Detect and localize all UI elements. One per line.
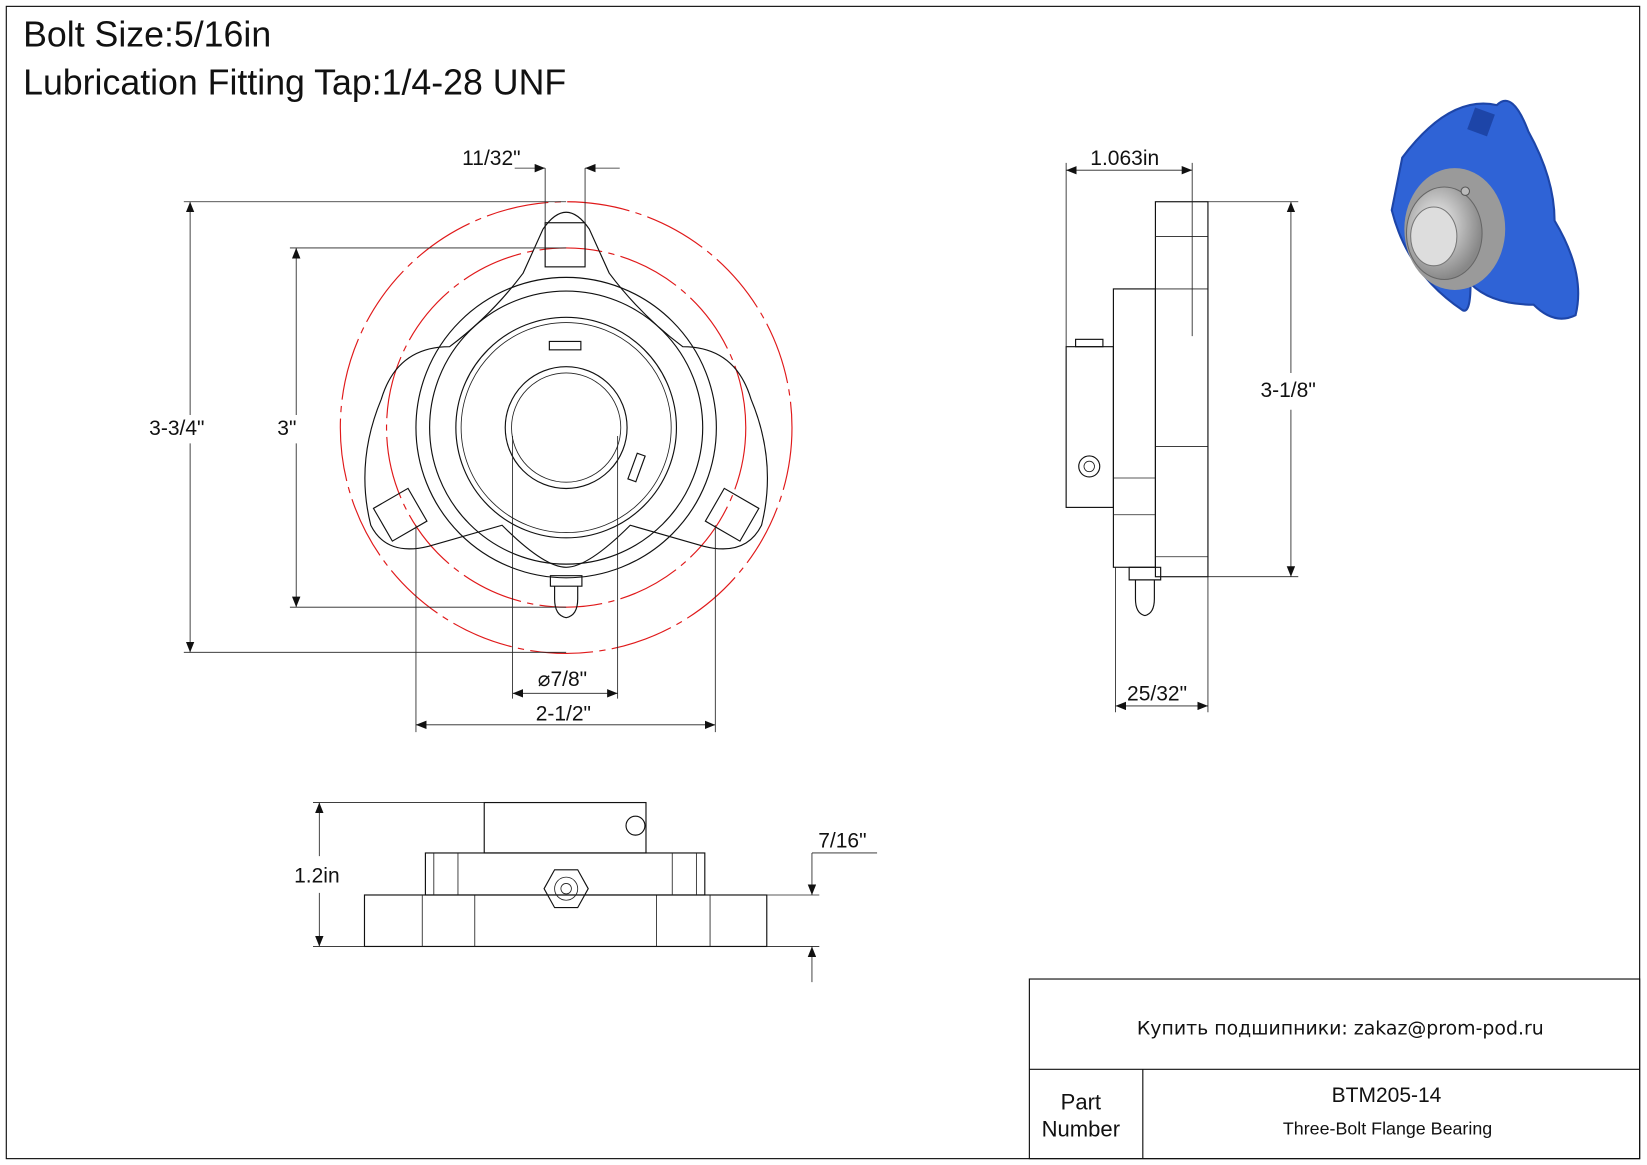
part-label: Part: [1061, 1089, 1101, 1114]
bottom-view: 1.2in 7/16": [294, 801, 878, 983]
bolt-size-note: Bolt Size:5/16in: [23, 14, 271, 54]
bolt-circle: [339, 201, 793, 654]
dim-bolt-circle: 3-3/4": [149, 417, 204, 440]
dim-bore: ⌀7/8": [538, 668, 587, 691]
bore: [504, 366, 628, 490]
bolt-hole-right: [704, 487, 760, 542]
inner-construction-circle: [385, 247, 747, 608]
side-view: 1.063in 3-1/8" 25/32": [1065, 147, 1316, 713]
number-label: Number: [1042, 1117, 1120, 1142]
dim-depth: 1.063in: [1090, 147, 1159, 170]
dim-flange-thickness: 7/16": [818, 830, 866, 853]
bolt-hole-left: [372, 487, 428, 542]
bearing-3d-render: [1390, 99, 1580, 320]
part-description: Three-Bolt Flange Bearing: [1283, 1118, 1492, 1138]
dim-thickness: 25/32": [1127, 683, 1187, 706]
dim-height: 3-1/8": [1260, 379, 1315, 402]
dim-bottom-height: 1.2in: [294, 864, 340, 887]
dim-inner-circle: 3": [277, 417, 296, 440]
dim-bolt-hole: 11/32": [462, 147, 520, 170]
grease-fitting: [549, 575, 583, 619]
purchase-contact: Купить подшипники: zakaz@prom-pod.ru: [1137, 1018, 1544, 1040]
sheet-border: [5, 5, 1641, 1160]
bolt-hole-top: [544, 222, 586, 268]
dim-width: 2-1/2": [536, 703, 591, 726]
front-view: 11/32" 3-3/4" 3" ⌀7/8" 2-1/2": [149, 147, 793, 733]
part-number: BTM205-14: [1332, 1084, 1442, 1107]
flange-outline: [364, 211, 768, 568]
lubrication-note: Lubrication Fitting Tap:1/4-28 UNF: [23, 63, 566, 103]
title-block: Купить подшипники: zakaz@prom-pod.ru Par…: [1028, 978, 1641, 1160]
